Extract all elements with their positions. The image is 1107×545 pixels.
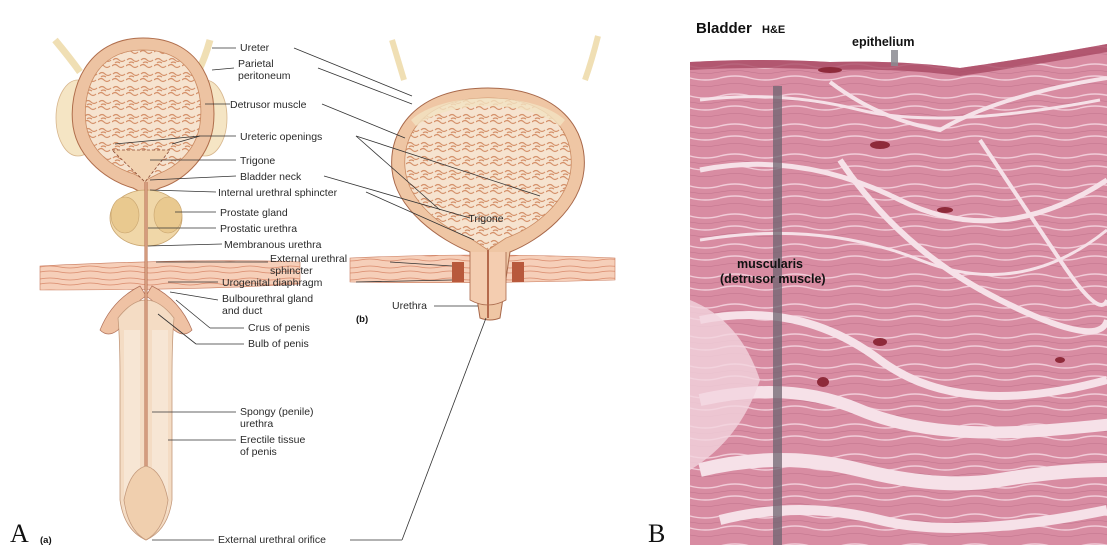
label-bulb-of-penis: Bulb of penis (248, 338, 309, 350)
ext-sphincter-right (512, 262, 524, 282)
label-erectile-tissue-2: of penis (240, 446, 277, 458)
ureter-left (55, 40, 80, 72)
histology-title: Bladder (696, 20, 752, 37)
label-prostate-gland: Prostate gland (220, 207, 288, 219)
bladder-a (72, 38, 214, 195)
label-parietal-peritoneum-1: Parietal (238, 58, 274, 70)
panel-letter-b: B (648, 519, 665, 545)
sublabel-b: (b) (356, 314, 368, 325)
prostate-lobe-left (111, 197, 139, 233)
label-parietal-peritoneum-2: peritoneum (238, 70, 291, 82)
stain-label: H&E (762, 24, 785, 36)
label-spongy-urethra-1: Spongy (penile) (240, 406, 314, 418)
label-ureter: Ureter (240, 42, 270, 54)
ext-sphincter-left (452, 262, 464, 282)
label-trigone-b: Trigone (468, 213, 503, 225)
label-erectile-tissue-1: Erectile tissue (240, 434, 306, 446)
label-external-urethral-sphincter-1: External urethral (270, 253, 347, 265)
muscularis-bar (773, 86, 782, 545)
label-urethra-b: Urethra (392, 300, 427, 312)
label-crus-of-penis: Crus of penis (248, 322, 310, 334)
label-muscularis-2: (detrusor muscle) (720, 272, 826, 286)
panel-a: Trigone (10, 36, 615, 545)
label-detrusor-muscle: Detrusor muscle (230, 99, 307, 111)
panel-b: Bladder H&E epithelium muscularis (detru… (648, 10, 1107, 545)
label-ureteric-openings: Ureteric openings (240, 131, 322, 143)
label-external-urethral-sphincter-2: sphincter (270, 265, 313, 277)
panel-letter-a: A (10, 519, 29, 545)
label-trigone: Trigone (240, 155, 275, 167)
label-bulbourethral-gland-1: Bulbourethral gland (222, 293, 313, 305)
label-membranous-urethra: Membranous urethra (224, 239, 322, 251)
label-muscularis-1: muscularis (737, 257, 803, 271)
label-urogenital-diaphragm: Urogenital diaphragm (222, 277, 323, 289)
label-bulbourethral-gland-2: and duct (222, 305, 262, 317)
ureter-b-right (585, 36, 598, 80)
label-external-urethral-orifice: External urethral orifice (218, 534, 326, 545)
sublabel-a: (a) (40, 535, 52, 545)
label-spongy-urethra-2: urethra (240, 418, 273, 430)
label-internal-urethral-sphincter: Internal urethral sphincter (218, 187, 338, 199)
label-epithelium: epithelium (852, 35, 915, 49)
epithelium-bar (891, 50, 898, 66)
labels-a: Ureter Parietal peritoneum Detrusor musc… (218, 42, 427, 545)
ureter-b-left (392, 40, 404, 80)
label-prostatic-urethra: Prostatic urethra (220, 223, 297, 235)
label-bladder-neck: Bladder neck (240, 171, 302, 183)
